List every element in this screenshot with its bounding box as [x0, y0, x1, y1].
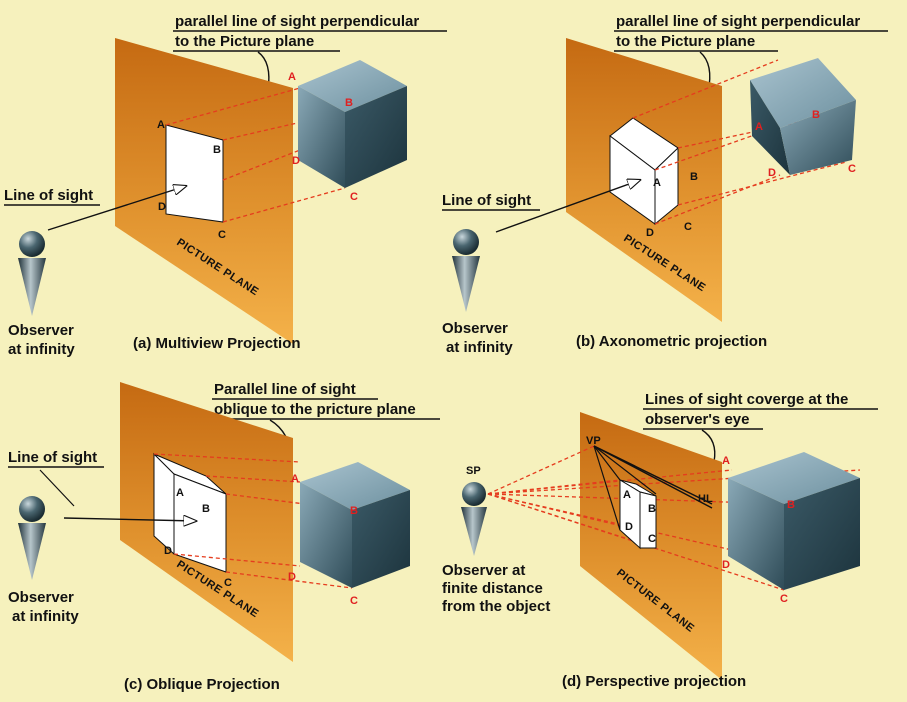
point-label: A	[176, 487, 184, 499]
panel-c: Parallel line of sight oblique to the pr…	[8, 381, 440, 693]
point-label: D	[768, 167, 776, 179]
point-label: C	[780, 593, 788, 605]
panel-caption: (b) Axonometric projection	[576, 333, 767, 350]
sight-note-line2: oblique to the pricture plane	[214, 401, 416, 418]
projector-line	[222, 187, 346, 223]
projector-line	[654, 174, 781, 225]
point-label: D	[646, 227, 654, 239]
sight-note-line1: parallel line of sight perpendicular	[616, 13, 860, 30]
projector-line	[654, 132, 761, 171]
point-label: C	[350, 595, 358, 607]
line-of-sight-label: Line of sight	[442, 192, 531, 209]
observer-label: Observer	[442, 320, 508, 337]
sight-note-line2: to the Picture plane	[616, 33, 755, 50]
sight-arrow	[47, 186, 186, 231]
point-label: D	[288, 571, 296, 583]
projected-view	[165, 124, 224, 223]
point-label: C	[648, 533, 656, 545]
point-label: B	[812, 109, 820, 121]
panel-a: parallel line of sight perpendicular to …	[4, 13, 447, 358]
projector-line	[205, 475, 301, 483]
observer-label: Observer	[8, 589, 74, 606]
panel-d: Lines of sight coverge at the observer's…	[442, 391, 878, 690]
observer-figure-icon	[18, 231, 46, 316]
observer-label: at infinity	[8, 341, 75, 358]
observer-label: from the object	[442, 598, 550, 615]
projector-line	[225, 571, 353, 589]
panel-caption: (a) Multiview Projection	[133, 335, 301, 352]
sight-note-line1: Parallel line of sight	[214, 381, 356, 398]
projector-line	[677, 161, 847, 206]
cube-icon	[750, 58, 856, 175]
observer-label: at infinity	[12, 608, 79, 625]
observer-label: at infinity	[446, 339, 513, 356]
point-label: A	[291, 473, 299, 485]
cube-icon	[298, 60, 407, 188]
point-label: D	[722, 559, 730, 571]
point-label: A	[722, 455, 730, 467]
horizon-construction-line	[593, 445, 713, 509]
observer-label: finite distance	[442, 580, 543, 597]
point-label: B	[690, 171, 698, 183]
point-label: A	[755, 121, 763, 133]
point-label: B	[345, 97, 353, 109]
sight-note-line2: to the Picture plane	[175, 33, 314, 50]
horizon-line-label: HL	[698, 493, 713, 505]
point-label: B	[648, 503, 656, 515]
projector-line	[153, 453, 301, 463]
projected-view	[153, 452, 227, 573]
point-label: B	[213, 144, 221, 156]
vanishing-point-label: VP	[586, 435, 601, 447]
point-label: A	[623, 489, 631, 501]
observer-figure-icon	[452, 229, 480, 312]
observer-label: Observer	[8, 322, 74, 339]
sight-arrow	[63, 518, 196, 521]
cube-icon	[300, 462, 410, 588]
point-label: B	[350, 505, 358, 517]
projector-line	[165, 87, 301, 126]
projected-view	[619, 479, 657, 550]
sight-note-line2: observer's eye	[645, 411, 749, 428]
panel-caption: (d) Perspective projection	[562, 673, 746, 690]
vanishing-line	[593, 445, 621, 481]
vanishing-line	[593, 445, 621, 531]
observer-figure-icon	[18, 496, 46, 580]
sight-arrow	[495, 180, 640, 233]
point-label: D	[292, 155, 300, 167]
panel-caption: (c) Oblique Projection	[124, 676, 280, 693]
station-point-label: SP	[466, 465, 481, 477]
point-label: B	[787, 499, 795, 511]
label-pointer	[39, 469, 75, 507]
point-label: C	[848, 163, 856, 175]
point-label: C	[350, 191, 358, 203]
vanishing-line	[593, 445, 657, 495]
point-label: D	[164, 545, 172, 557]
observer-figure-icon	[461, 482, 487, 556]
point-label: A	[653, 177, 661, 189]
point-label: C	[684, 221, 692, 233]
projector-line	[173, 553, 301, 567]
cube-icon	[728, 452, 860, 590]
sight-note-line1: Lines of sight coverge at the	[645, 391, 848, 408]
line-of-sight-label: Line of sight	[8, 449, 97, 466]
point-label: C	[224, 577, 232, 589]
panel-b: parallel line of sight perpendicular to …	[442, 13, 888, 356]
sight-note-line1: parallel line of sight perpendicular	[175, 13, 419, 30]
projector-line	[632, 59, 779, 119]
point-label: D	[625, 521, 633, 533]
point-label: A	[288, 71, 296, 83]
point-label: C	[218, 229, 226, 241]
observer-label: Observer at	[442, 562, 525, 579]
line-of-sight-label: Line of sight	[4, 187, 93, 204]
point-label: D	[158, 201, 166, 213]
point-label: A	[157, 119, 165, 131]
point-label: B	[202, 503, 210, 515]
note-pointer	[701, 429, 716, 463]
